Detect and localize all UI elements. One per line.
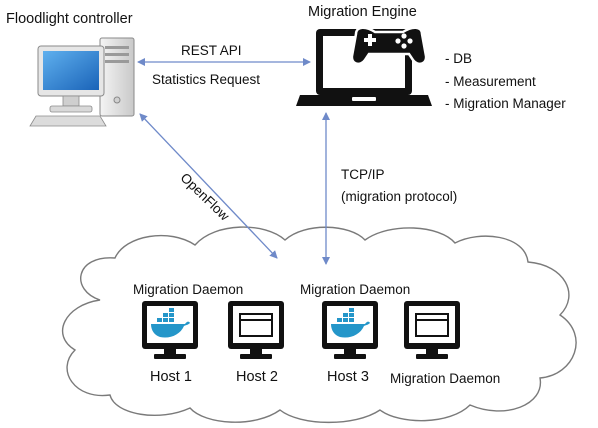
engine-component-db: - DB xyxy=(445,51,472,66)
controller-title: Floodlight controller xyxy=(6,11,133,27)
rest-api-label: REST API xyxy=(181,43,242,58)
window-monitor-icon xyxy=(404,301,460,359)
engine-title: Migration Engine xyxy=(308,4,417,20)
host-3-label: Host 3 xyxy=(327,369,369,385)
host-2-label: Host 2 xyxy=(236,369,278,385)
migration-protocol-label: (migration protocol) xyxy=(341,189,458,204)
daemon-label-right: Migration Daemon xyxy=(390,371,501,386)
statistics-request-label: Statistics Request xyxy=(152,72,261,87)
daemon-label-left: Migration Daemon xyxy=(133,282,244,297)
host-1-label: Host 1 xyxy=(150,369,192,385)
openflow-arrow xyxy=(139,113,278,259)
docker-monitor-icon xyxy=(322,301,378,359)
daemon-label-center: Migration Daemon xyxy=(300,282,411,297)
engine-component-migration-manager: - Migration Manager xyxy=(445,96,566,111)
docker-monitor-icon xyxy=(142,301,198,359)
cloud-shape xyxy=(62,226,577,424)
laptop-gamepad-icon xyxy=(296,26,432,106)
tcpip-label: TCP/IP xyxy=(341,167,385,182)
desktop-computer-icon xyxy=(29,37,135,127)
window-monitor-icon xyxy=(228,301,284,359)
engine-component-measurement: - Measurement xyxy=(445,74,536,89)
